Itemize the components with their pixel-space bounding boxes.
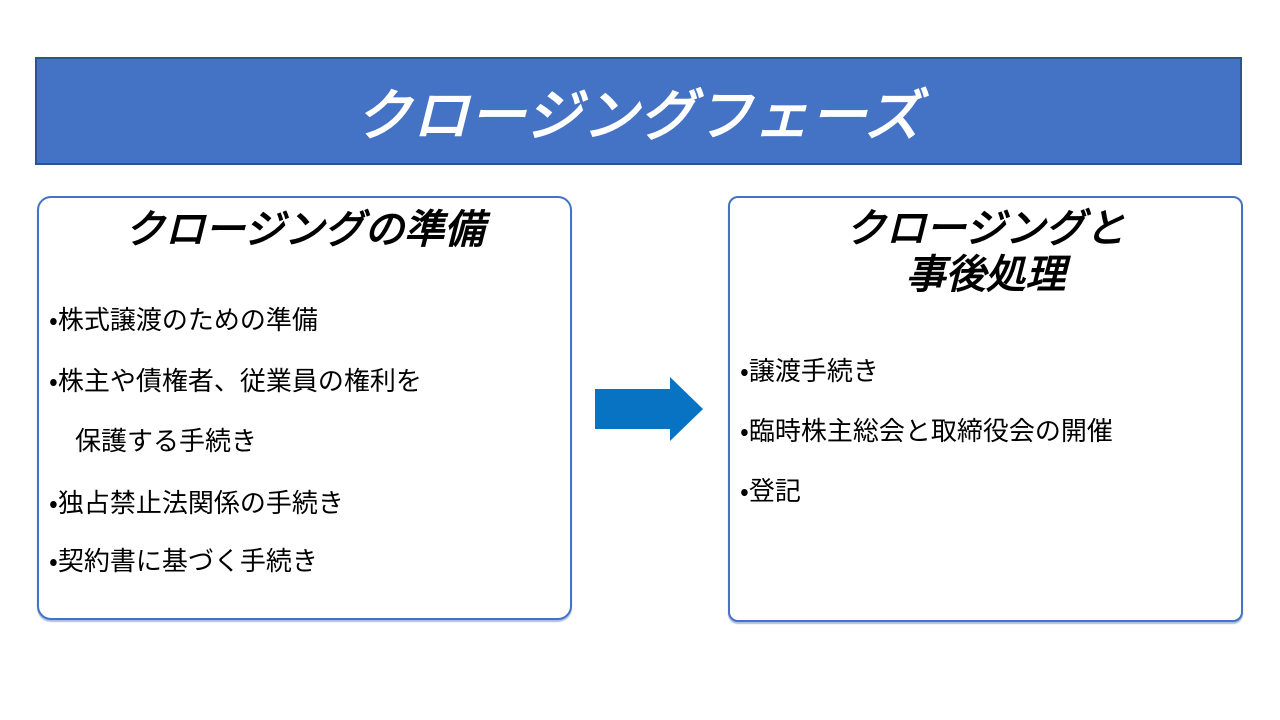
list-item: ・株主や債権者、従業員の権利を	[49, 366, 422, 396]
left-box-title: クロージングの準備	[124, 208, 485, 252]
list-item: ・株式譲渡のための準備	[49, 305, 318, 335]
closing-postprocess-box: クロージングと 事後処理 ・譲渡手続き ・臨時株主総会と取締役会の開催 ・登記	[728, 196, 1243, 622]
slide-title: クロージングフェーズ	[355, 83, 922, 147]
list-item: ・独占禁止法関係の手続き	[49, 488, 344, 518]
right-box-title: クロージングと 事後処理	[730, 206, 1241, 298]
right-box-title-line-1: クロージングと	[845, 207, 1126, 251]
closing-preparation-box: クロージングの準備 ・株式譲渡のための準備 ・株主や債権者、従業員の権利を 保護…	[37, 196, 572, 620]
right-arrow-icon	[595, 377, 703, 441]
list-item: ・譲渡手続き	[740, 356, 879, 386]
right-box-title-line-2: 事後処理	[905, 253, 1066, 297]
list-item: ・登記	[740, 476, 801, 506]
list-item: ・臨時株主総会と取締役会の開催	[740, 416, 1113, 446]
list-item-continuation: 保護する手続き	[75, 426, 258, 456]
header-banner: クロージングフェーズ	[35, 57, 1242, 165]
list-item: ・契約書に基づく手続き	[49, 546, 318, 576]
